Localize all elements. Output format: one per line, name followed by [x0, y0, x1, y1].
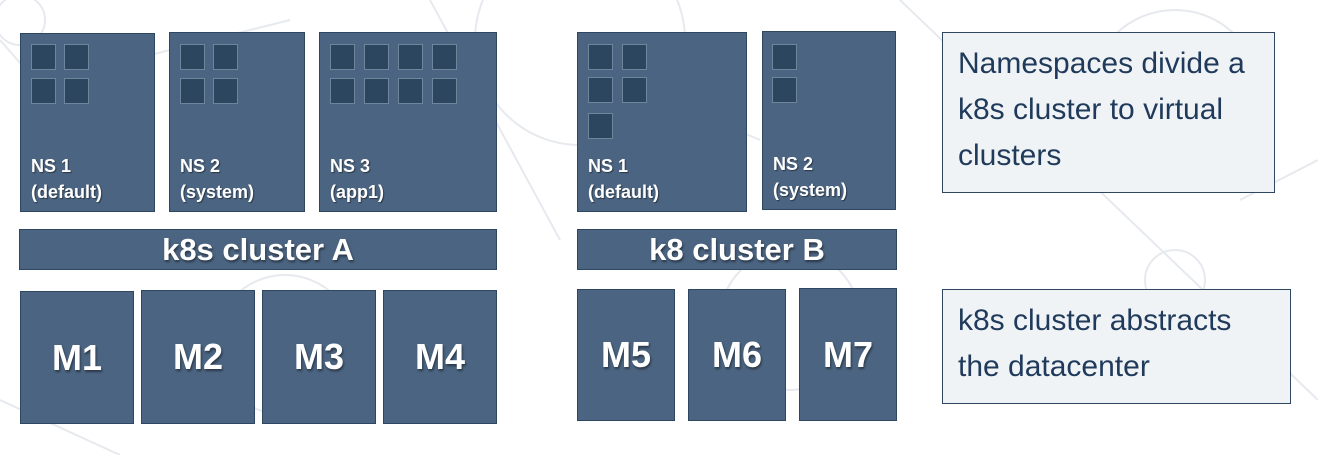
- namespace-subtitle: (default): [588, 182, 659, 202]
- pod: [432, 44, 457, 70]
- namespace-label: NS 1 (default): [588, 153, 659, 205]
- pod: [31, 78, 56, 104]
- cluster-note-line: the datacenter: [958, 350, 1150, 383]
- namespaces-note-line: clusters: [958, 139, 1062, 172]
- pod: [330, 78, 355, 104]
- pod: [180, 44, 205, 70]
- pod: [588, 77, 613, 103]
- machine-label: M1: [51, 336, 102, 378]
- namespace-name: NS 1: [588, 156, 629, 176]
- cluster-a-label: k8s cluster A: [162, 231, 354, 267]
- namespace-name: NS 1: [31, 156, 72, 176]
- machine-label: M4: [414, 336, 465, 377]
- namespace-label: NS 2 (system): [180, 153, 254, 205]
- namespace-label: NS 2 (system): [773, 151, 847, 203]
- machine-m2: M2: [141, 290, 255, 424]
- pod: [622, 77, 647, 103]
- machine-label: M5: [600, 334, 651, 375]
- machine-m5: M5: [577, 289, 675, 421]
- pod: [772, 77, 797, 103]
- pod: [432, 78, 457, 104]
- pod: [31, 44, 56, 70]
- namespace-box-a-ns3: NS 3 (app1): [319, 32, 497, 212]
- namespaces-note-line: k8s cluster to virtual: [958, 93, 1224, 126]
- machine-m7: M7: [799, 288, 897, 421]
- pod: [772, 44, 797, 70]
- cluster-note: k8s cluster abstracts the datacenter: [942, 289, 1291, 404]
- namespace-name: NS 2: [180, 156, 221, 176]
- namespaces-note: Namespaces divide a k8s cluster to virtu…: [942, 32, 1275, 193]
- pod: [180, 78, 205, 104]
- pod: [330, 44, 355, 70]
- machine-label: M7: [822, 333, 873, 375]
- cluster-a-bar: k8s cluster A: [19, 229, 497, 270]
- namespace-subtitle: (system): [773, 180, 848, 200]
- cluster-b-label: k8 cluster B: [649, 231, 825, 267]
- pod: [588, 113, 613, 139]
- namespace-box-a-ns1: NS 1 (default): [20, 33, 155, 212]
- namespace-subtitle: (system): [180, 182, 255, 202]
- pod: [398, 78, 423, 104]
- pod: [588, 44, 613, 70]
- namespace-subtitle: (app1): [330, 182, 384, 202]
- machine-m4: M4: [383, 290, 497, 424]
- namespace-name: NS 2: [773, 154, 814, 174]
- pod: [213, 44, 238, 70]
- pod: [398, 44, 423, 70]
- namespaces-note-line: Namespaces divide a: [958, 47, 1245, 80]
- pod: [622, 44, 647, 70]
- machine-m3: M3: [262, 290, 376, 424]
- machine-m6: M6: [688, 289, 786, 421]
- namespace-name: NS 3: [330, 156, 371, 176]
- namespace-box-b-ns1: NS 1 (default): [577, 32, 747, 212]
- machine-label: M6: [711, 334, 762, 375]
- pod: [64, 44, 89, 70]
- namespace-box-b-ns2: NS 2 (system): [762, 31, 896, 210]
- namespace-box-a-ns2: NS 2 (system): [169, 32, 305, 212]
- pod: [364, 78, 389, 104]
- machine-label: M2: [172, 336, 223, 377]
- pod: [64, 78, 89, 104]
- namespace-label: NS 1 (default): [31, 153, 102, 205]
- pod: [213, 78, 238, 104]
- namespace-subtitle: (default): [31, 182, 102, 202]
- cluster-note-line: k8s cluster abstracts: [958, 304, 1232, 337]
- pod: [364, 44, 389, 70]
- cluster-b-bar: k8 cluster B: [577, 229, 897, 270]
- machine-label: M3: [293, 336, 344, 377]
- namespace-label: NS 3 (app1): [330, 153, 384, 205]
- machine-m1: M1: [20, 291, 134, 424]
